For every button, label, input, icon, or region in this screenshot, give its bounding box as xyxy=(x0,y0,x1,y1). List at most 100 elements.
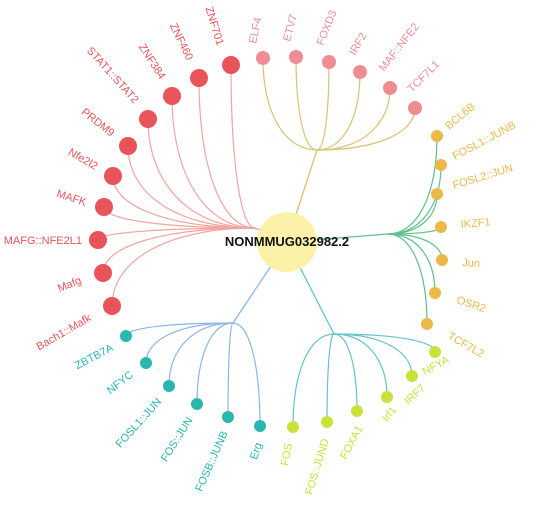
node-bach1-mafk[interactable] xyxy=(103,297,121,315)
label-fosl2-jun: FOSL2::JUN xyxy=(451,162,514,192)
node-fos-jun[interactable] xyxy=(191,398,203,410)
edge-irf1 xyxy=(333,333,388,398)
node-fos[interactable] xyxy=(287,421,299,433)
label-foxa1: FOXA1 xyxy=(338,424,366,461)
edge-fos xyxy=(292,333,335,428)
label-mafk: MAFK xyxy=(55,188,88,209)
label-etv7: ETV7 xyxy=(281,13,300,43)
edge-nfe2l2 xyxy=(112,175,256,229)
label-nfe2l2: Nfe2l2 xyxy=(66,146,100,172)
edge-irf2 xyxy=(316,71,361,151)
node-fosl2-jun[interactable] xyxy=(431,188,443,200)
edge-etv7 xyxy=(295,56,318,151)
label-osr2: OSR2 xyxy=(455,294,487,315)
node-maf-nfe2[interactable] xyxy=(383,81,397,95)
label-mafg: Mafg xyxy=(56,275,83,295)
node-elf4[interactable] xyxy=(256,51,270,65)
node-nfe2l2[interactable] xyxy=(104,167,122,185)
node-osr2[interactable] xyxy=(429,287,441,299)
node-tcf7l2[interactable] xyxy=(421,318,433,330)
edge-mafg xyxy=(102,227,256,274)
node-tcf7l1[interactable] xyxy=(408,101,422,115)
edge-foxd3 xyxy=(316,61,330,151)
node-prdm9[interactable] xyxy=(119,137,137,155)
label-stat1-stat2: STAT1::STAT2 xyxy=(84,45,141,106)
node-foxa1[interactable] xyxy=(351,405,363,417)
node-irf2[interactable] xyxy=(353,65,367,79)
label-fosb-junb: FOSB::JUNB xyxy=(193,429,230,493)
edge-erg xyxy=(232,322,261,427)
label-fos: FOS xyxy=(279,442,295,466)
node-nfya[interactable] xyxy=(429,346,441,358)
node-etv7[interactable] xyxy=(289,50,303,64)
node-erg[interactable] xyxy=(254,420,266,432)
edge-znf384 xyxy=(171,95,256,229)
edge-znf460 xyxy=(198,77,256,229)
node-znf701[interactable] xyxy=(222,56,240,74)
edge-maf-nfe2 xyxy=(316,87,391,151)
label-irf7: IRF7 xyxy=(402,382,428,407)
node-fosl1-junb[interactable] xyxy=(435,159,447,171)
edge-irf7 xyxy=(333,333,413,377)
node-bcl6b[interactable] xyxy=(431,130,443,142)
edge-tcf7l1 xyxy=(316,107,416,151)
label-prdm9: PRDM9 xyxy=(79,106,117,139)
node-znf460[interactable] xyxy=(190,69,208,87)
label-bcl6b: BCL6B xyxy=(443,101,477,133)
node-fos-jund[interactable] xyxy=(321,416,333,428)
edge-prdm9 xyxy=(127,145,256,229)
label-fosl1-junb: FOSL1::JUNB xyxy=(451,119,518,162)
edge-fosb-junb xyxy=(227,322,234,418)
label-mafg-nfe2l1: MAFG::NFE2L1 xyxy=(4,235,82,247)
edge-bcl6b xyxy=(387,135,438,235)
node-fosb-junb[interactable] xyxy=(222,411,234,423)
label-tcf7l2: TCF7L2 xyxy=(446,330,486,360)
label-elf4: ELF4 xyxy=(247,16,264,44)
label-bach1-mafk: Bach1::Mafk xyxy=(35,312,94,353)
node-fosl1-jun[interactable] xyxy=(163,380,175,392)
label-znf701: ZNF701 xyxy=(203,5,226,47)
node-ikzf1[interactable] xyxy=(435,221,447,233)
edge-bach1-mafk xyxy=(111,227,256,307)
edge-elf4 xyxy=(262,57,318,151)
node-irf7[interactable] xyxy=(406,370,418,382)
label-erg: Erg xyxy=(248,441,265,461)
node-znf384[interactable] xyxy=(163,87,181,105)
node-zbtb7a[interactable] xyxy=(120,330,132,342)
label-fos-jun: FOS::JUN xyxy=(159,415,196,464)
label-nfyc: NFYC xyxy=(105,369,136,397)
label-fosl1-jun: FOSL1::JUN xyxy=(114,396,165,450)
edge-nfyc xyxy=(145,322,234,364)
node-foxd3[interactable] xyxy=(322,55,336,69)
label-znf384: ZNF384 xyxy=(136,42,168,82)
label-foxd3: FOXD3 xyxy=(315,9,340,48)
edge-stat1-stat2 xyxy=(147,118,256,229)
edge-fos-jund xyxy=(326,333,335,423)
edge-fosl1-junb xyxy=(387,164,442,235)
node-stat1-stat2[interactable] xyxy=(139,110,157,128)
node-nfyc[interactable] xyxy=(140,357,152,369)
edge-foxa1 xyxy=(333,333,358,412)
edge-znf701 xyxy=(230,64,256,229)
label-irf2: IRF2 xyxy=(347,31,369,58)
edge-osr2 xyxy=(387,233,436,294)
node-irf1[interactable] xyxy=(381,391,393,403)
center-node-label: NONMMUG032982.2 xyxy=(225,234,349,249)
node-mafg-nfe2l1[interactable] xyxy=(89,231,107,249)
label-tcf7l1: TCF7L1 xyxy=(406,59,443,96)
node-mafg[interactable] xyxy=(94,264,112,282)
label-znf460: ZNF460 xyxy=(167,21,195,62)
nodes-layer xyxy=(89,50,448,433)
node-mafk[interactable] xyxy=(95,198,113,216)
node-jun[interactable] xyxy=(436,254,448,266)
label-maf-nfe2: MAF::NFE2 xyxy=(377,21,422,74)
edge-fos-jun xyxy=(196,322,234,405)
label-fos-jund: FOS::JUND xyxy=(303,437,331,496)
label-irf1: Irf1 xyxy=(380,404,399,424)
edge-tcf7l2 xyxy=(387,233,428,325)
label-jun: Jun xyxy=(462,257,481,270)
label-zbtb7a: ZBTB7A xyxy=(73,342,116,372)
edge-fosl1-jun xyxy=(168,322,234,387)
center-node[interactable] xyxy=(257,212,317,272)
